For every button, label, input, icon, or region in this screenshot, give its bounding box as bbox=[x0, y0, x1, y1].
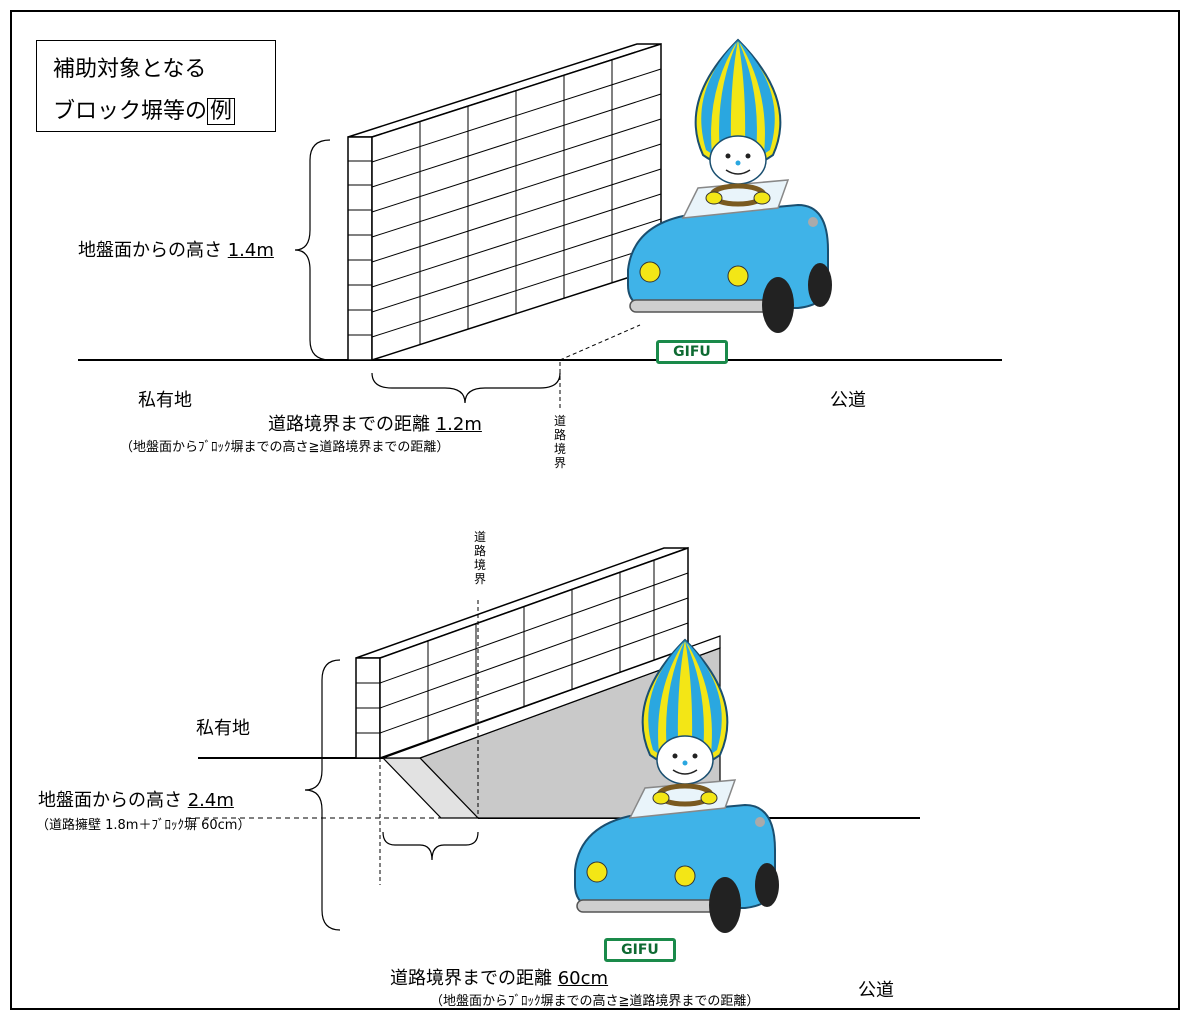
top-distance-label: 道路境界までの距離 1.2m bbox=[268, 414, 482, 435]
outer-frame bbox=[10, 10, 1180, 1010]
bottom-private-land-label: 私有地 bbox=[196, 718, 250, 739]
top-private-land-label: 私有地 bbox=[138, 390, 192, 411]
top-public-road-label: 公道 bbox=[830, 390, 866, 411]
top-license-plate: GIFU bbox=[656, 340, 728, 364]
top-boundary-label: 道路境界 bbox=[553, 414, 566, 470]
bottom-height-label: 地盤面からの高さ 2.4m bbox=[38, 790, 234, 811]
bottom-height-value: 2.4m bbox=[187, 790, 234, 811]
title-line-2: ブロック塀等の例 bbox=[53, 93, 236, 125]
bottom-public-road-label: 公道 bbox=[858, 980, 894, 1001]
top-distance-value: 1.2m bbox=[435, 414, 482, 435]
top-condition-note: （地盤面からﾌﾞﾛｯｸ塀までの高さ≧道路境界までの距離） bbox=[120, 440, 450, 455]
title-line-1: 補助対象となる bbox=[53, 57, 207, 82]
bottom-boundary-label: 道路境界 bbox=[473, 530, 486, 586]
bottom-distance-label: 道路境界までの距離 60cm bbox=[390, 968, 609, 989]
title-line-2-text: ブロック塀等の bbox=[53, 99, 208, 124]
title-box: 補助対象となる ブロック塀等の例 bbox=[36, 40, 276, 132]
bottom-distance-value: 60cm bbox=[557, 968, 609, 989]
bottom-condition-note: （地盤面からﾌﾞﾛｯｸ塀までの高さ≧道路境界までの距離） bbox=[430, 994, 760, 1009]
top-height-value: 1.4m bbox=[227, 240, 274, 261]
bottom-height-breakdown: （道路擁壁 1.8m＋ﾌﾞﾛｯｸ塀 60cm） bbox=[36, 818, 251, 833]
title-example-char: 例 bbox=[207, 98, 236, 125]
bottom-license-plate: GIFU bbox=[604, 938, 676, 962]
top-height-label: 地盤面からの高さ 1.4m bbox=[78, 240, 274, 261]
